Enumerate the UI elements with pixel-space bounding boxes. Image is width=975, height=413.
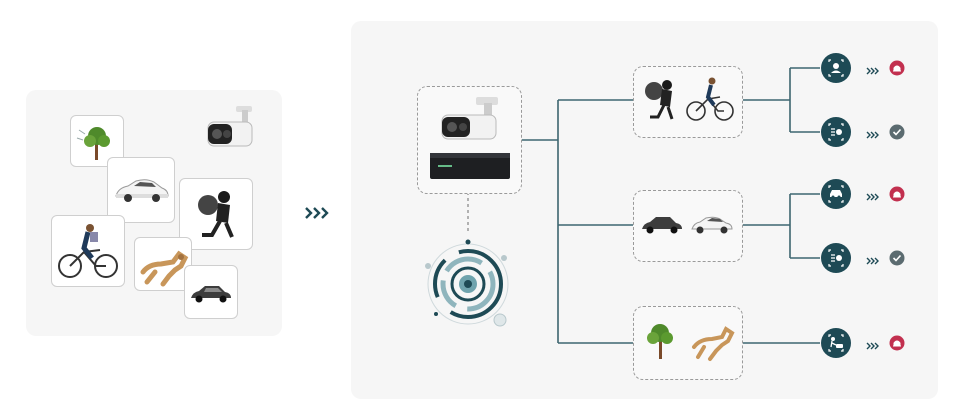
scene-card-dog (134, 237, 192, 291)
triple-chevron-icon (866, 338, 880, 356)
scene-card-burglar (179, 178, 253, 250)
cyclist-icon (58, 224, 118, 278)
scene-card-tree (70, 115, 124, 167)
group-vehicle (633, 190, 743, 262)
alarm-icon (889, 335, 905, 356)
scene-card-car (107, 157, 175, 223)
device-group (417, 86, 522, 194)
false-alarm-filter-icon (820, 327, 852, 364)
triple-chevron-icon (866, 63, 880, 81)
tree-icon (76, 127, 110, 160)
check-icon (889, 124, 905, 145)
motion-detection-icon (820, 242, 852, 279)
vehicle-detection-icon (820, 178, 852, 215)
car-icon (115, 179, 169, 202)
dark-car-icon (191, 286, 231, 303)
burglar-icon (198, 191, 234, 238)
group-human (633, 66, 743, 138)
tree-icon (647, 324, 673, 359)
scene-card-cyclist (51, 215, 125, 287)
group-false-alarm (633, 306, 743, 380)
check-icon (889, 250, 905, 271)
alarm-icon (889, 186, 905, 207)
cyclist-icon (686, 77, 734, 121)
security-camera-icon (441, 97, 498, 140)
burglar-icon (645, 80, 674, 120)
triple-chevron-icon (866, 189, 880, 207)
dog-icon (692, 326, 735, 361)
dark-car-icon (642, 217, 682, 234)
car-icon (691, 216, 733, 234)
triple-chevron-icon (866, 127, 880, 145)
ai-processing-ring-icon (416, 232, 520, 341)
dog-icon (140, 250, 189, 287)
motion-detection-icon (820, 116, 852, 153)
triple-chevron-icon (304, 206, 330, 225)
nvr-recorder-icon (430, 153, 510, 179)
alarm-icon (889, 60, 905, 81)
human-detection-icon (820, 52, 852, 89)
scene-card-dark-car (184, 265, 238, 319)
security-camera-icon (200, 102, 258, 157)
triple-chevron-icon (866, 253, 880, 271)
